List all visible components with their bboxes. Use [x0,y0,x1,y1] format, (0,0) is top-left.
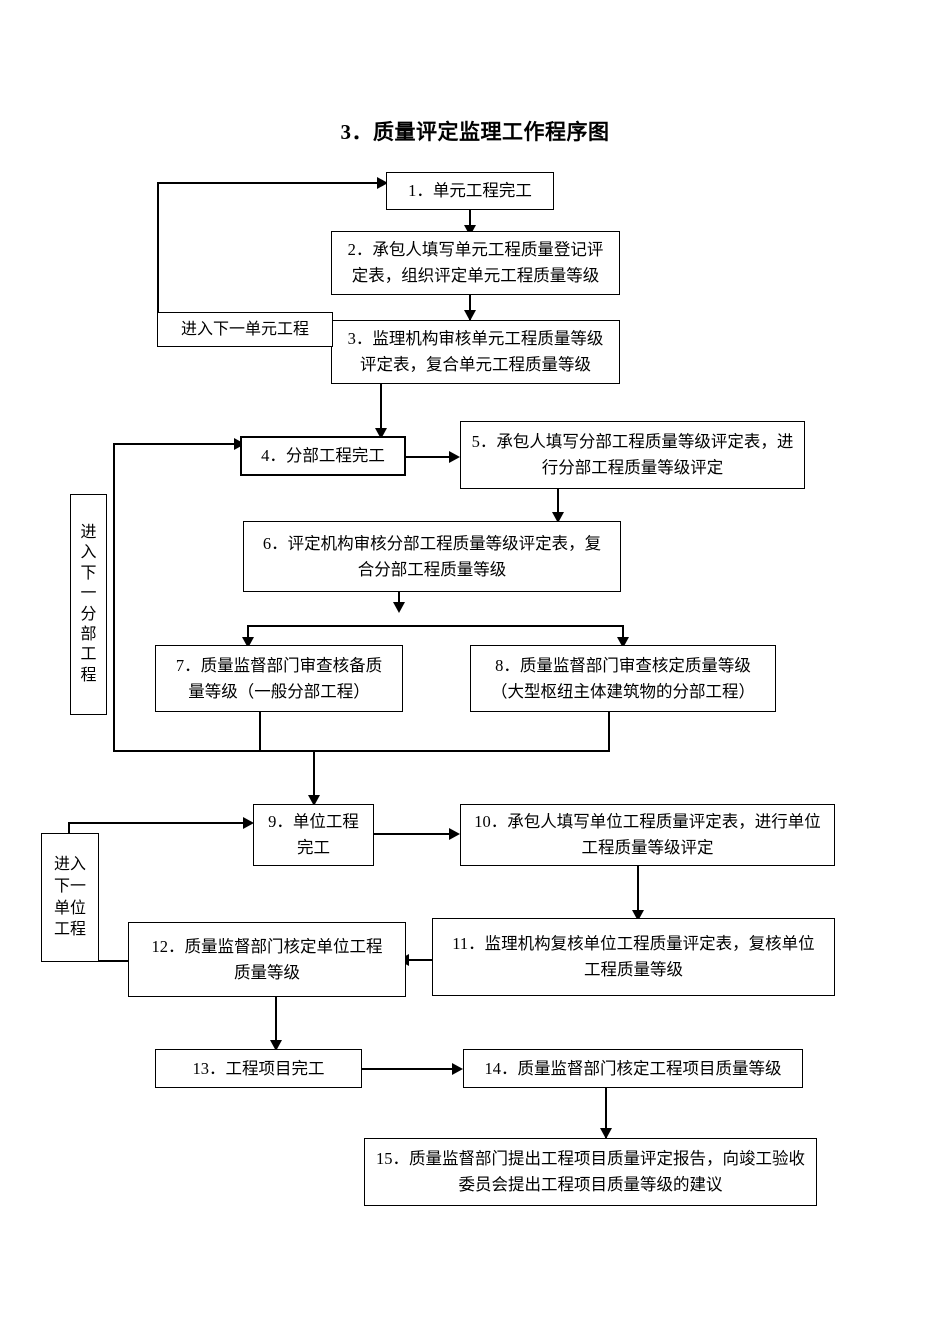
merge-bar-to-n9 [113,750,610,752]
edge-n8-merge-line [608,712,610,752]
edge-split-n7-line [247,625,249,647]
edge-n12-n13-arrowhead [270,1040,282,1051]
node-13-project-complete[interactable]: 13．工程项目完工 [155,1049,362,1088]
edge-merge-n9-arrowhead [308,795,320,806]
edge-n14-n15-arrowhead [600,1128,612,1139]
edge-n13-n14-line [362,1068,457,1070]
loop-label-next-unit-works: 进入 下一 单位 工程 [41,833,99,962]
edge-split-n7-arrowhead [242,637,254,648]
node-4-division-project-complete[interactable]: 4．分部工程完工 [240,436,406,476]
node-6-assessment-org-reviews-division[interactable]: 6．评定机构审核分部工程质量等级评定表，复 合分部工程质量等级 [243,521,621,592]
edge-n6-split-arrowhead [393,602,405,613]
edge-n9-n10-line [374,833,454,835]
edge-n13-n14-arrowhead [452,1063,463,1075]
edge-n3-n4-line [380,384,382,436]
node-1-unit-project-complete[interactable]: 1．单元工程完工 [386,172,554,210]
edge-n5-n6-arrowhead [552,512,564,523]
node-9-unit-works-complete[interactable]: 9．单位工程 完工 [253,804,374,866]
edge-merge-n9-line [313,750,315,804]
node-12-quality-bureau-confirms-unit-works[interactable]: 12．质量监督部门核定单位工程 质量等级 [128,922,406,997]
edge-n5-n6-line [557,489,559,521]
node-5-contractor-fills-division-form[interactable]: 5．承包人填写分部工程质量等级评定表，进 行分部工程质量等级评定 [460,421,805,489]
node-10-contractor-fills-unit-works-form[interactable]: 10．承包人填写单位工程质量评定表，进行单位 工程质量等级评定 [460,804,835,866]
edge-n4-n5-line [406,456,454,458]
edge-split-n8-line [622,625,624,647]
page-title-number: 3． [340,120,373,144]
edge-n7-merge-line [259,712,261,752]
node-11-supervisor-rechecks-unit-works[interactable]: 11．监理机构复核单位工程质量评定表，复核单位 工程质量等级 [432,918,835,996]
edge-n1-n2-line [469,210,471,236]
edge-n11-n12-line [406,959,432,961]
node-3-supervisor-reviews-unit-grade[interactable]: 3．监理机构审核单元工程质量等级 评定表，复合单元工程质量等级 [331,320,620,384]
edge-split-n8-arrowhead [617,637,629,648]
node-14-quality-bureau-confirms-project-grade[interactable]: 14．质量监督部门核定工程项目质量等级 [463,1049,803,1088]
loop-label-next-division-project: 进 入 下 一 分 部 工 程 [70,494,107,715]
page-title-text: 质量评定监理工作程序图 [373,120,610,144]
edge-n2-n3-arrowhead [464,310,476,321]
node-7-quality-bureau-records-grade[interactable]: 7．质量监督部门审查核备质 量等级（一般分部工程） [155,645,403,712]
edge-n4-n5-arrowhead [449,451,460,463]
edge-loop-n4-arrowhead [234,438,245,450]
edge-n3-n1-segment-right [157,182,380,184]
node-2-contractor-fills-unit-form[interactable]: 2．承包人填写单元工程质量登记评 定表，组织评定单元工程质量等级 [331,231,620,295]
loop-label-next-unit-project: 进入下一单元工程 [157,312,333,347]
edge-n12-n9-segment-right [68,822,248,824]
edge-loop-n4-segment-up [113,443,115,752]
edge-n12-n9-arrowhead [243,817,254,829]
edge-n1-n2-arrowhead [464,225,476,236]
page-title: 3．质量评定监理工作程序图 [0,116,950,146]
edge-n3-n1-arrowhead [377,177,388,189]
edge-n14-n15-line [605,1088,607,1138]
edge-n6-split-line [398,592,400,610]
edge-n2-n3-line [469,295,471,321]
edge-n3-n4-arrowhead [375,428,387,439]
node-8-quality-bureau-approves-grade[interactable]: 8．质量监督部门审查核定质量等级 （大型枢纽主体建筑物的分部工程） [470,645,776,712]
edge-n3-n1-segment-up [157,182,159,347]
edge-n10-n11-line [637,866,639,918]
edge-n9-n10-arrowhead [449,828,460,840]
edge-loop-n4-segment-right [113,443,240,445]
edge-n10-n11-arrowhead [632,910,644,921]
edge-n12-n13-line [275,997,277,1049]
split-bar-n7-n8 [247,625,624,627]
node-15-quality-bureau-report[interactable]: 15．质量监督部门提出工程项目质量评定报告，向竣工验收 委员会提出工程项目质量等… [364,1138,817,1206]
